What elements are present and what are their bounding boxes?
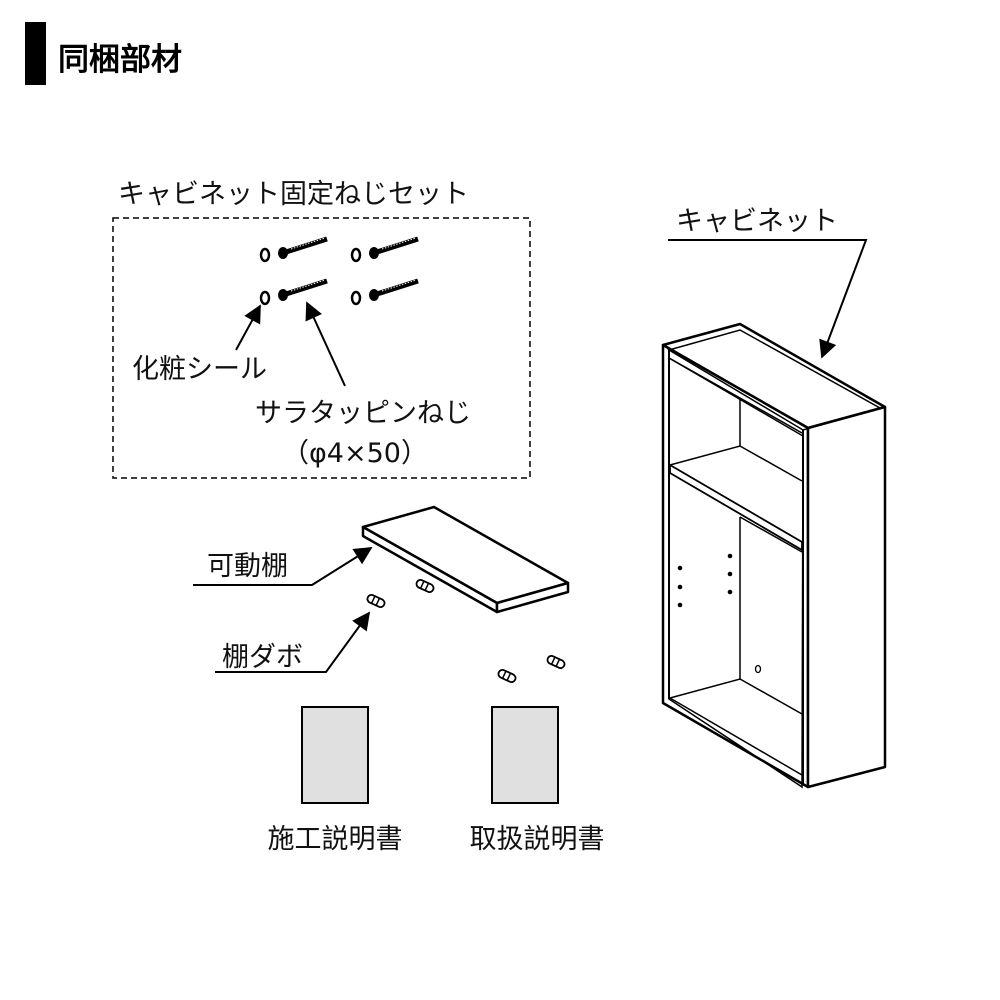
screw-spec-label: （φ4×50） xyxy=(282,438,428,469)
cabinet-label: キャビネット xyxy=(676,206,838,237)
seal-leader-arrow xyxy=(235,304,261,351)
shelf-pin-label: 棚ダボ xyxy=(222,642,303,673)
screw-icon xyxy=(278,238,418,301)
screw-set-box xyxy=(112,217,531,479)
screw-label: サラタッピンねじ xyxy=(255,398,471,429)
shelf-pin-leader-arrow xyxy=(215,611,371,673)
cabinet-leader-arrow xyxy=(668,239,868,359)
user-manual-label: 取扱説明書 xyxy=(470,824,605,855)
header-bar xyxy=(25,22,46,85)
screw-set-label: キャビネット固定ねじセット xyxy=(118,179,469,210)
cabinet-drawing xyxy=(661,322,887,789)
seal-icon xyxy=(259,247,362,306)
screw-leader-arrow xyxy=(305,301,346,387)
seal-label: 化粧シール xyxy=(132,354,267,385)
installation-manual-label: 施工説明書 xyxy=(268,824,403,855)
shelf-leader-arrow xyxy=(193,547,373,586)
page-title: 同梱部材 xyxy=(58,42,182,78)
installation-manual-icon xyxy=(301,706,369,804)
user-manual-icon xyxy=(491,706,559,804)
shelf-drawing xyxy=(361,505,570,614)
shelf-label: 可動棚 xyxy=(207,551,288,582)
